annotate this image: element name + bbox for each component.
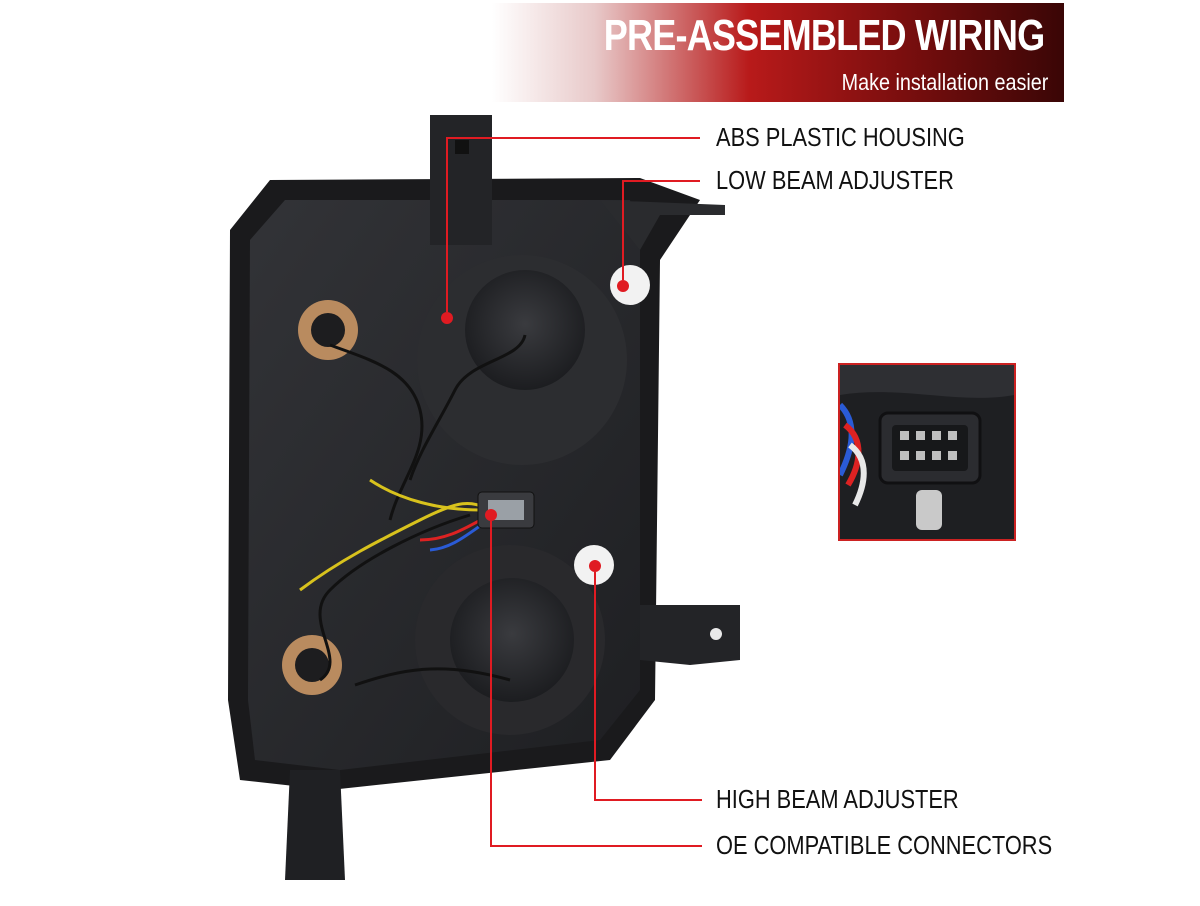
label-high-beam-adjuster: HIGH BEAM ADJUSTER (716, 784, 959, 814)
banner-subtitle: Make installation easier (841, 69, 1048, 95)
callout-lines (446, 137, 702, 847)
label-abs-housing: ABS PLASTIC HOUSING (716, 122, 965, 152)
mount-bracket-bottom (285, 770, 345, 880)
marker-high-beam (589, 560, 601, 572)
label-oe-connectors: OE COMPATIBLE CONNECTORS (716, 830, 1053, 860)
high-beam-cover (450, 578, 574, 702)
label-low-beam-adjuster: LOW BEAM ADJUSTER (716, 165, 954, 195)
mount-bracket-side (640, 605, 740, 665)
marker-connectors (485, 509, 497, 521)
header-banner: PRE-ASSEMBLED WIRING Make installation e… (492, 3, 1064, 102)
banner-title: PRE-ASSEMBLED WIRING (603, 11, 1044, 60)
marker-abs-housing (441, 312, 453, 324)
connector-closeup-inset (838, 363, 1016, 541)
marker-low-beam (617, 280, 629, 292)
low-beam-cover (465, 270, 585, 390)
low-beam-adjuster-knob (610, 265, 650, 305)
connector-closeup-image (840, 365, 1014, 539)
mount-bracket-right (600, 200, 725, 250)
mount-tab-top (430, 115, 492, 245)
